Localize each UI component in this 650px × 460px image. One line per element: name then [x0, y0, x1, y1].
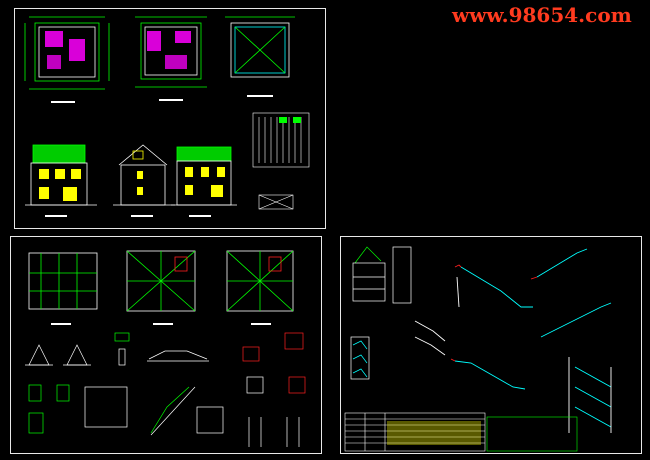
structural-sheet — [10, 236, 322, 454]
stair-drawing — [344, 246, 612, 452]
stair-schedule-table — [344, 412, 578, 452]
site-watermark: www.98654.com — [452, 3, 632, 27]
floor-plan-first — [24, 16, 110, 103]
structural-drawing — [25, 250, 306, 447]
footing-details — [25, 332, 130, 434]
stair-section — [350, 246, 412, 380]
stair-side-section — [568, 357, 612, 433]
slab-plan-first — [126, 250, 196, 325]
architectural-drawing — [24, 16, 310, 217]
side-elevation — [113, 144, 175, 217]
beam-details — [147, 332, 306, 447]
architectural-sheet — [14, 8, 326, 229]
stair-flights — [414, 248, 612, 390]
stair-sheet — [340, 236, 642, 454]
foundation-plan — [28, 252, 98, 325]
front-elevation — [25, 144, 97, 217]
slab-plan-second — [226, 250, 294, 325]
roof-detail — [252, 112, 310, 210]
floor-plan-second — [135, 16, 207, 101]
rear-elevation — [171, 146, 237, 217]
roof-plan — [225, 16, 295, 97]
